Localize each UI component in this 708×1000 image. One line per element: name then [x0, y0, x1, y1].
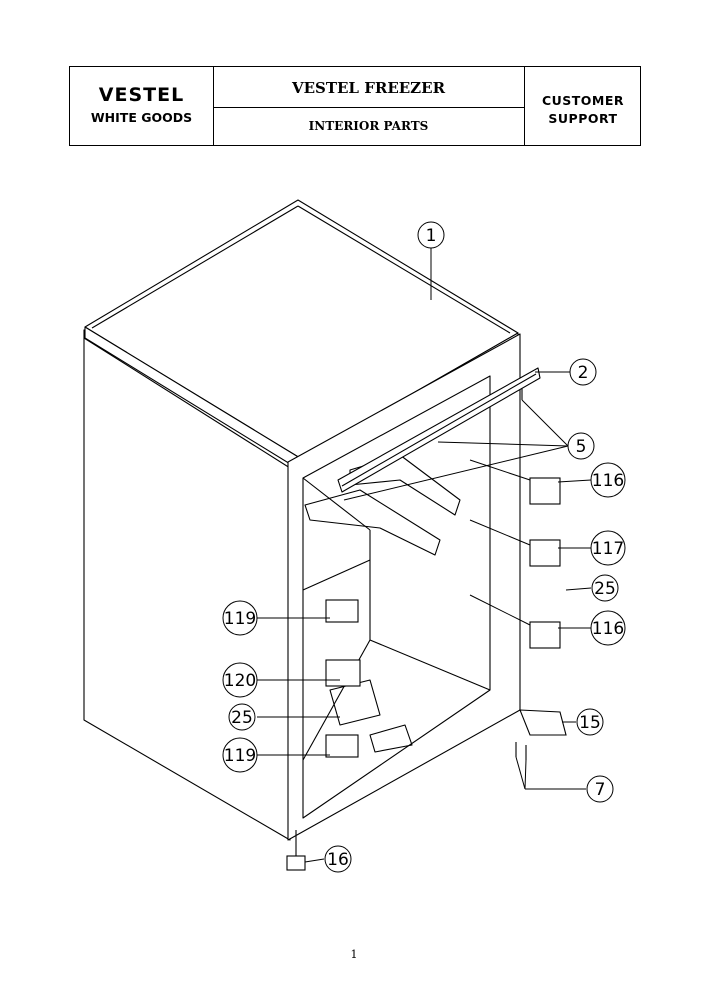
leader-lines [257, 248, 592, 863]
callout-number: 15 [579, 713, 601, 733]
callout-number: 5 [576, 437, 587, 457]
callout-25: 25 [228, 703, 256, 731]
support-label-line2: SUPPORT [548, 111, 618, 126]
title-cell: VESTEL FREEZER INTERIOR PARTS [213, 67, 525, 145]
brand-cell: VESTEL WHITE GOODS [70, 67, 214, 145]
callout-25: 25 [591, 574, 619, 602]
hinge-bracket-lower-icon [529, 621, 561, 649]
inner-latch-icon [325, 659, 361, 687]
page-number: 1 [350, 948, 358, 961]
callout-number: 116 [592, 471, 624, 491]
callout-number: 117 [592, 539, 624, 559]
callout-116: 116 [590, 462, 626, 498]
callout-119: 119 [222, 737, 258, 773]
brand-subtitle: WHITE GOODS [90, 110, 193, 125]
callout-number: 116 [592, 619, 624, 639]
callout-number: 2 [578, 363, 589, 383]
callout-number: 120 [224, 671, 256, 691]
callout-16: 16 [324, 845, 352, 873]
title-block: VESTEL WHITE GOODS VESTEL FREEZER INTERI… [69, 66, 641, 146]
adjustable-foot-icon [286, 855, 306, 871]
document-title: VESTEL FREEZER [291, 79, 446, 97]
title-divider [213, 107, 524, 108]
callout-116: 116 [590, 610, 626, 646]
callout-number: 16 [327, 850, 349, 870]
callout-number: 7 [595, 780, 606, 800]
callout-number: 25 [594, 579, 616, 599]
callout-number: 1 [426, 226, 437, 246]
callout-119: 119 [222, 600, 258, 636]
callout-117: 117 [590, 530, 626, 566]
hinge-bracket-icon [529, 477, 561, 505]
latch-bracket-icon [529, 539, 561, 567]
inner-bracket-lower-icon [325, 734, 359, 758]
callout-number: 119 [224, 609, 256, 629]
callout-7: 7 [586, 775, 614, 803]
callout-1: 1 [417, 221, 445, 249]
callout-5: 5 [567, 432, 595, 460]
support-label-line1: CUSTOMER [541, 93, 625, 108]
callout-number: 119 [224, 746, 256, 766]
brand-name: VESTEL [98, 84, 185, 106]
callout-number: 25 [231, 708, 253, 728]
callout-15: 15 [576, 708, 604, 736]
hinge-block-icon [519, 709, 567, 736]
callout-120: 120 [222, 662, 258, 698]
document-subtitle: INTERIOR PARTS [308, 119, 429, 133]
callout-2: 2 [569, 358, 597, 386]
inner-bracket-upper-icon [325, 599, 359, 623]
small-parts [286, 388, 567, 871]
cabinet-outline [83, 199, 541, 860]
